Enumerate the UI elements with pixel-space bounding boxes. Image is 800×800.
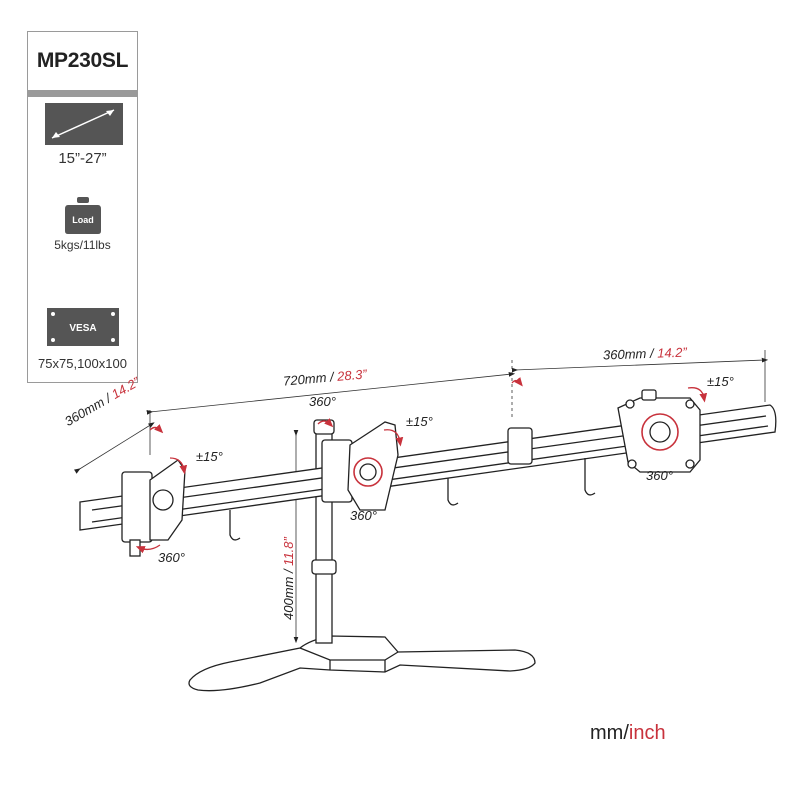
center-rotation-label: 360° — [350, 508, 377, 523]
left-vesa-bracket — [121, 459, 186, 557]
center-vesa-bracket — [321, 421, 399, 511]
right-tilt-label: ±15° — [707, 374, 734, 389]
pole-height-dimension: 400mm / 11.8” — [281, 537, 296, 620]
desk-base — [188, 635, 536, 692]
dimension-lines — [74, 350, 769, 644]
vesa-icon: VESA — [47, 308, 119, 346]
load-badge: Load — [72, 215, 94, 225]
screen-size-text: 15”-27” — [58, 150, 107, 167]
screen-size-icon — [45, 103, 123, 145]
left-tilt-label: ±15° — [196, 449, 223, 464]
vesa-badge: VESA — [69, 323, 96, 334]
model-number: MP230SL — [28, 32, 137, 91]
unit-legend: mm/inch — [590, 722, 666, 744]
load-capacity-text: 5kgs/11lbs — [54, 238, 111, 252]
right-rotation-label: 360° — [646, 468, 673, 483]
left-rotation-label: 360° — [158, 550, 185, 565]
pole-rotation-label: 360° — [309, 394, 336, 409]
rotation-arrows — [135, 377, 708, 554]
panel-divider — [28, 91, 137, 97]
cable-hooks — [229, 458, 596, 541]
weight-icon: Load — [65, 197, 101, 234]
spec-panel: MP230SL 15”-27” Load 5kgs/11lbs VESA 75x… — [27, 31, 138, 383]
vesa-pattern-text: 75x75,100x100 — [38, 356, 127, 371]
right-vesa-bracket — [617, 389, 701, 473]
center-tilt-label: ±15° — [406, 414, 433, 429]
right-arm-dimension: 360mm / 14.2” — [602, 344, 688, 363]
